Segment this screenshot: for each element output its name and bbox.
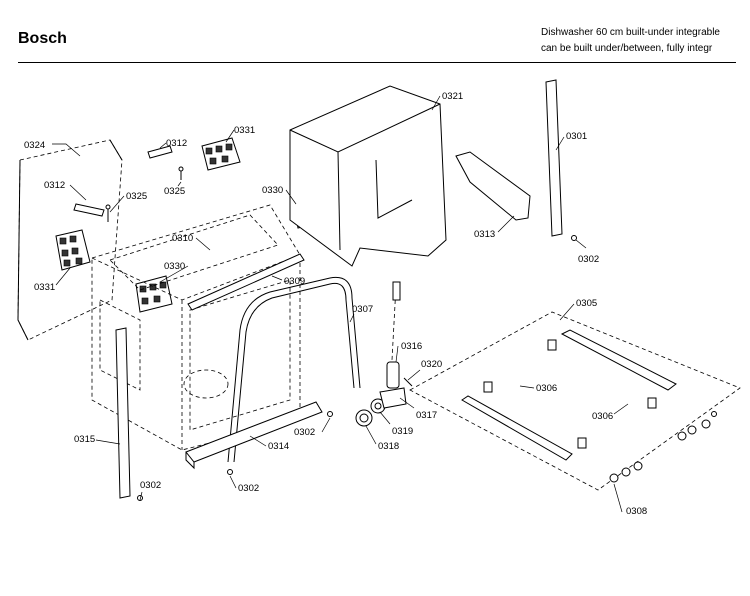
model-description-line2: can be built under/between, fully integr: [541, 43, 713, 54]
label-0315: 0315: [74, 434, 95, 445]
label-0306-left: 0306: [536, 383, 557, 394]
label-0331-left: 0331: [34, 282, 55, 293]
insulation-block-0331-left: [55, 229, 91, 271]
label-0331-top: 0331: [234, 125, 255, 136]
hydraulic-parts: [355, 281, 413, 427]
label-0301: 0301: [566, 131, 587, 142]
label-0320: 0320: [421, 359, 442, 370]
rail-frame-0305: [409, 311, 741, 491]
insulation-block-0331-top: [201, 137, 241, 171]
brand-title: Bosch: [18, 30, 67, 47]
door-seal-0307: [227, 276, 361, 463]
label-0319: 0319: [392, 426, 413, 437]
label-0302-bottom: 0302: [238, 483, 259, 494]
label-0302-center: 0302: [294, 427, 315, 438]
label-0309: 0309: [284, 276, 305, 287]
clip-0312-top: [147, 145, 173, 159]
model-description-line1: Dishwasher 60 cm built-under integrable: [541, 27, 720, 38]
label-0316: 0316: [401, 341, 422, 352]
label-0324: 0324: [24, 140, 45, 151]
label-0321: 0321: [442, 91, 463, 102]
screw-0325: [105, 166, 184, 222]
side-panel-0324: [17, 139, 123, 341]
label-0305: 0305: [576, 298, 597, 309]
side-strip-0315: [115, 327, 131, 499]
label-0325-left: 0325: [126, 191, 147, 202]
label-0313: 0313: [474, 229, 495, 240]
bracket-0313: [455, 151, 531, 221]
side-strip-0301: [545, 79, 563, 237]
screws-0302: [137, 235, 577, 501]
label-0302-right: 0302: [578, 254, 599, 265]
label-0317: 0317: [416, 410, 437, 421]
insulation-block-0330-left: [135, 275, 173, 313]
header-divider: [18, 62, 736, 63]
label-0308: 0308: [626, 506, 647, 517]
label-0325-top: 0325: [164, 186, 185, 197]
leader-lines: [52, 95, 629, 513]
top-seal-0309: [187, 253, 305, 311]
label-0330-left: 0330: [164, 261, 185, 272]
rail-bolts-0308: [609, 411, 717, 483]
base-profile-0314: [185, 401, 323, 470]
label-0302-left: 0302: [140, 480, 161, 491]
label-0318: 0318: [378, 441, 399, 452]
label-0306-right: 0306: [592, 411, 613, 422]
label-0312-top: 0312: [166, 138, 187, 149]
label-0312-left: 0312: [44, 180, 65, 191]
label-0310: 0310: [172, 233, 193, 244]
label-0307: 0307: [352, 304, 373, 315]
clip-0312-left: [73, 203, 105, 217]
label-0314: 0314: [268, 441, 289, 452]
hood-insulation-0321: [289, 85, 447, 267]
label-0330-right: 0330: [262, 185, 283, 196]
